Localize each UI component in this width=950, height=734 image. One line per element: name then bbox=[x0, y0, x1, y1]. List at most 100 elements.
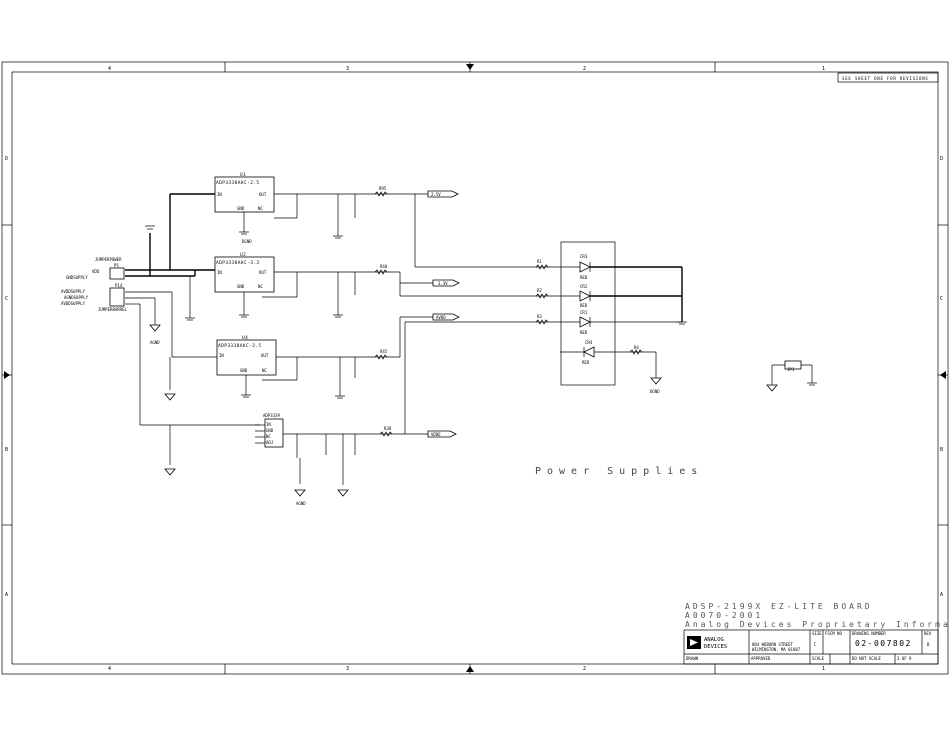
zone-left-b: B bbox=[5, 447, 8, 453]
sheet-border bbox=[1, 61, 949, 675]
section-title: Power Supplies bbox=[535, 466, 703, 477]
scale-label: SCALE bbox=[812, 656, 825, 661]
net-vdde-label: VDDE bbox=[431, 432, 441, 437]
zone-bottom-4: 4 bbox=[108, 666, 111, 672]
zone-right-d: D bbox=[940, 156, 943, 162]
zone-top-2: 2 bbox=[583, 66, 586, 72]
cr2-ref: CR2 bbox=[580, 284, 588, 289]
gnd-label-2: DGND bbox=[242, 239, 252, 244]
adj-pin-nc: NC bbox=[266, 434, 271, 439]
zone-bottom-3: 3 bbox=[346, 666, 349, 672]
r45-label: R45 bbox=[380, 349, 388, 354]
connector-p14: P14 AVDDSUPPLY AGNDSUPPLY AVDDSUPPLY JUM… bbox=[61, 283, 127, 312]
logo-line2: DEVICES bbox=[704, 644, 727, 650]
drawn-label: DRAWN bbox=[686, 656, 699, 661]
regulator-u1: U1 ADP3338AKC-2.5 IN OUT GND NC bbox=[214, 172, 275, 213]
p5-ref: P5 bbox=[114, 263, 119, 268]
p5-pin-vdd: VDD bbox=[92, 269, 100, 274]
p14-pin-3: AVDDSUPPLY bbox=[61, 301, 86, 306]
cr3-ref: CR3 bbox=[580, 254, 588, 259]
zone-right-a: A bbox=[940, 592, 943, 598]
resistor-r38 bbox=[379, 431, 393, 437]
resistor-r45 bbox=[374, 354, 388, 360]
u1-pin-out: OUT bbox=[259, 192, 267, 197]
u4-part: ADP3338AKC-2.5 bbox=[218, 343, 262, 349]
zone-left-c: C bbox=[5, 296, 8, 302]
fscm-label: FSCM NO bbox=[825, 631, 842, 636]
size-value: C bbox=[814, 642, 817, 647]
u4-pin-gnd: GND bbox=[240, 368, 248, 373]
p14-title: JUMPERBARREL bbox=[98, 307, 127, 312]
p5-pin-gnd: GNDSUPPLY bbox=[66, 275, 88, 280]
zone-left-d: D bbox=[5, 156, 8, 162]
r2-label: R2 bbox=[537, 288, 542, 293]
p5-title: JUMPERPOWER bbox=[95, 257, 122, 262]
connector-p5: JUMPERPOWER P5 VDD GNDSUPPLY bbox=[66, 257, 125, 280]
u2-pin-nc: NC bbox=[258, 284, 263, 289]
output-row-u4: AVDD R45 bbox=[245, 313, 460, 396]
proprietary-notice: Analog Devices Proprietary Information bbox=[685, 620, 950, 629]
regulator-u4: U4 ADP3338AKC-2.5 IN OUT GND NC bbox=[216, 335, 277, 376]
u1-pin-nc: NC bbox=[258, 206, 263, 211]
resistor-r40 bbox=[374, 269, 388, 275]
logo-line1: ANALOG bbox=[704, 637, 724, 643]
u2-part: ADP3338AKC-3.3 bbox=[216, 260, 260, 266]
adj-reg-ref: ADP3339 bbox=[263, 413, 280, 418]
drawing-number: 02-007802 bbox=[855, 639, 912, 648]
cr1-color: RED bbox=[580, 330, 588, 335]
u4-pin-nc: NC bbox=[262, 368, 267, 373]
zone-top-4: 4 bbox=[108, 66, 111, 72]
p14-pin-1: AVDDSUPPLY bbox=[61, 289, 86, 294]
u2-ref: U2 bbox=[240, 252, 246, 258]
u4-pin-out: OUT bbox=[261, 353, 269, 358]
cr2-color: RED bbox=[580, 303, 588, 308]
arrow-up-icon bbox=[466, 666, 474, 672]
output-row-u1: 2.5V R95 bbox=[243, 186, 459, 236]
rev-label: REV bbox=[924, 631, 932, 636]
cr3-color: RED bbox=[580, 275, 588, 280]
zone-bottom-2: 2 bbox=[583, 666, 586, 672]
adjustable-regulator: ADP3339 IN GND NC ADJ VDDE R38 bbox=[169, 322, 457, 485]
resistor-r1 bbox=[535, 264, 549, 270]
output-row-u2: 3.3V R40 bbox=[243, 264, 460, 315]
u1-pin-gnd: GND bbox=[237, 206, 245, 211]
arrow-down-icon bbox=[466, 64, 474, 70]
r3-label: R3 bbox=[537, 314, 542, 319]
zone-top-3: 3 bbox=[346, 66, 349, 72]
cr4-ref: CR4 bbox=[585, 340, 593, 345]
revision-note: SEE SHEET ONE FOR REVISIONS bbox=[842, 76, 929, 81]
u1-pin-in: IN bbox=[217, 192, 222, 197]
address-line1: 804 WOBURN STREET bbox=[752, 642, 794, 647]
approved-label: APPROVED bbox=[751, 656, 771, 661]
drawing-number-label: DRAWING NUMBER bbox=[852, 631, 886, 636]
gnd-label-1: AGND bbox=[150, 340, 160, 345]
resistor-r2 bbox=[535, 293, 549, 299]
p14-pin-2: AGNDSUPPLY bbox=[64, 295, 89, 300]
u4-ref: U4 bbox=[242, 335, 248, 341]
resistor-r3 bbox=[535, 319, 549, 325]
sheet-value: 3 OF 9 bbox=[897, 656, 912, 661]
zone-top-1: 1 bbox=[822, 66, 825, 72]
net-2v5-label: 2.5V bbox=[431, 192, 441, 197]
resistor-r4 bbox=[629, 349, 643, 355]
jp1-label: JP1 bbox=[787, 367, 795, 372]
scale-value: DO NOT SCALE bbox=[852, 656, 881, 661]
r4-label: R4 bbox=[634, 345, 639, 350]
regulator-u2: U2 ADP3338AKC-3.3 IN OUT GND NC bbox=[214, 252, 275, 293]
gnd-label-3: AGND bbox=[296, 501, 306, 506]
r38-label: R38 bbox=[384, 426, 392, 431]
zone-left-a: A bbox=[5, 592, 8, 598]
u1-ref: U1 bbox=[240, 172, 246, 178]
resistor-r95 bbox=[374, 191, 388, 197]
p14-ref: P14 bbox=[115, 283, 123, 288]
zone-right-c: C bbox=[940, 296, 943, 302]
u2-pin-out: OUT bbox=[259, 270, 267, 275]
adj-pin-adj: ADJ bbox=[266, 440, 273, 445]
ground-symbols: AGND DGND AGND DGND bbox=[149, 231, 817, 506]
net-3v3-label: 3.3V bbox=[438, 281, 448, 286]
led-indicator-block: R1 R2 R3 CR3 RED CR2 RED CR1 RED CR4 RED bbox=[400, 194, 683, 386]
u4-pin-in: IN bbox=[219, 353, 224, 358]
rev-value: B bbox=[927, 642, 930, 647]
arrow-right-icon bbox=[4, 371, 10, 379]
